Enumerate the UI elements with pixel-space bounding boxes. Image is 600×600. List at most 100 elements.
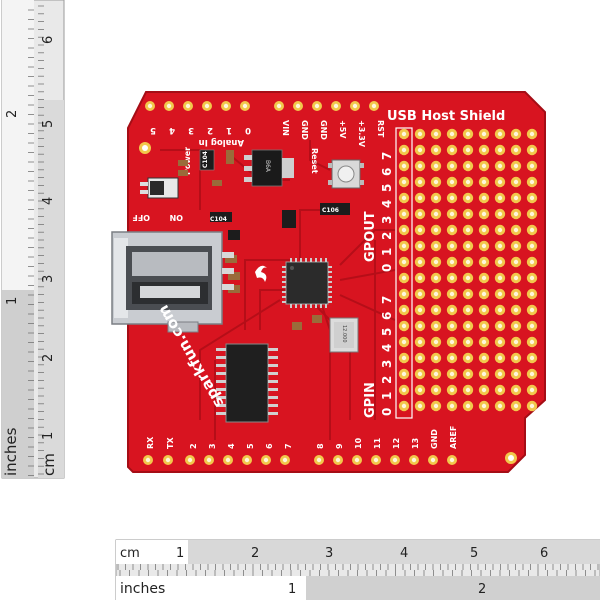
gpout-number: 7 <box>380 152 394 160</box>
bottom-ruler-number: 2 <box>251 546 259 561</box>
left-ruler: 6 5 2 1 4 3 2 1 inches cm <box>1 0 65 479</box>
bottom-ruler-cm-label: cm <box>120 546 140 561</box>
chip-pin <box>290 304 292 308</box>
header-label: 2 <box>207 125 213 135</box>
chip-pin <box>268 404 278 407</box>
chip-pin <box>268 372 278 375</box>
chip-pin <box>325 304 327 308</box>
header-label: GND <box>300 120 309 140</box>
header-label: +5V <box>338 120 347 139</box>
c104-label: C104 <box>202 151 209 168</box>
chip-pin <box>295 304 297 308</box>
bottom-ruler-number: 4 <box>400 546 408 561</box>
pcb-board: 5 4 3 2 1 0 VIN GND GND +5V +3.3V RST An… <box>111 91 546 473</box>
chip-pin <box>320 304 322 308</box>
chip-pin <box>310 258 312 262</box>
header-label: RX <box>146 436 155 449</box>
gpout-number: 6 <box>380 168 394 176</box>
level-shifter-chip <box>216 343 278 423</box>
power-switch <box>140 177 179 199</box>
bottom-ruler-number: 3 <box>325 546 333 561</box>
chip-pin <box>305 258 307 262</box>
header-label: 10 <box>354 437 363 449</box>
chip-pin <box>300 258 302 262</box>
bottom-ruler-number: 1 <box>176 546 184 561</box>
chip-pin <box>305 304 307 308</box>
gpout-number: 1 <box>380 248 394 256</box>
header-label: 0 <box>245 125 251 135</box>
chip-pin <box>290 258 292 262</box>
gpin-number: 3 <box>380 360 394 368</box>
gp-numbers: 0 1 2 3 4 5 6 7 0 1 2 3 4 5 6 7 <box>380 152 394 416</box>
chip-pin <box>315 304 317 308</box>
header-label: 4 <box>169 125 175 135</box>
board-title: USB Host Shield <box>387 109 505 124</box>
chip-pin <box>282 286 286 288</box>
left-ruler-number: 2 <box>41 354 56 362</box>
chip-pin <box>216 388 226 391</box>
gpin-number: 1 <box>380 392 394 400</box>
chip-pin <box>282 296 286 298</box>
header-label: RST <box>376 120 385 138</box>
chip-pin <box>328 301 332 303</box>
prototyping-area <box>398 128 538 412</box>
gpin-label: GPIN <box>363 382 378 418</box>
chip-pin <box>300 304 302 308</box>
gpin-number: 0 <box>380 408 394 416</box>
chip-pin <box>325 258 327 262</box>
header-label: 9 <box>335 443 344 449</box>
left-ruler-number: 1 <box>41 432 56 440</box>
chip-pin <box>328 296 332 298</box>
header-label: 11 <box>373 437 382 449</box>
left-ruler-number: 5 <box>41 120 56 128</box>
gpout-label: GPOUT <box>363 211 378 262</box>
header-label: 12 <box>392 438 401 449</box>
gpin-number: 2 <box>380 376 394 384</box>
sparkfun-flame-icon <box>255 265 267 282</box>
voltage-regulator <box>244 149 294 187</box>
chip-pin <box>282 271 286 273</box>
left-ruler-number: 1 <box>5 297 20 305</box>
chip-pin <box>268 364 278 367</box>
switch-off-label: OFF <box>132 213 150 222</box>
chip-pin <box>282 281 286 283</box>
header-label: 6 <box>265 443 274 449</box>
bottom-ruler-inches-label: inches <box>120 581 165 597</box>
chip-pin <box>216 412 226 415</box>
gpout-number: 2 <box>380 232 394 240</box>
gpin-number: 6 <box>380 312 394 320</box>
chip-pin <box>216 372 226 375</box>
chip-pin <box>282 291 286 293</box>
header-label: TX <box>166 437 175 449</box>
header-label: 8 <box>316 443 325 449</box>
chip-pin <box>315 258 317 262</box>
chip-pin <box>282 301 286 303</box>
bottom-ruler-number: 2 <box>478 582 486 597</box>
gpin-number: 7 <box>380 296 394 304</box>
usb-controller-chip <box>282 258 332 308</box>
crystal <box>329 317 359 353</box>
bottom-ruler-number: 5 <box>470 546 478 561</box>
chip-pin <box>328 286 332 288</box>
gpout-number: 4 <box>380 200 394 208</box>
left-ruler-number: 3 <box>41 275 56 283</box>
chip-pin <box>282 276 286 278</box>
chip-pin <box>268 412 278 415</box>
chip-pin <box>328 266 332 268</box>
header-label: GND <box>319 120 328 140</box>
header-label: 2 <box>189 443 198 449</box>
header-label: VIN <box>281 120 290 136</box>
header-label: 5 <box>246 443 255 449</box>
chip-pin <box>268 348 278 351</box>
header-label: 1 <box>226 125 232 135</box>
analog-in-label: Analog In <box>199 137 244 147</box>
gpin-number: 5 <box>380 328 394 336</box>
header-label: AREF <box>449 426 458 449</box>
chip-pin <box>268 396 278 399</box>
chip-pin <box>216 404 226 407</box>
left-ruler-cm-label: cm <box>40 453 58 476</box>
gpout-number: 3 <box>380 216 394 224</box>
chip-pin <box>216 396 226 399</box>
c104-label: C104 <box>210 216 227 223</box>
chip-pin <box>268 388 278 391</box>
